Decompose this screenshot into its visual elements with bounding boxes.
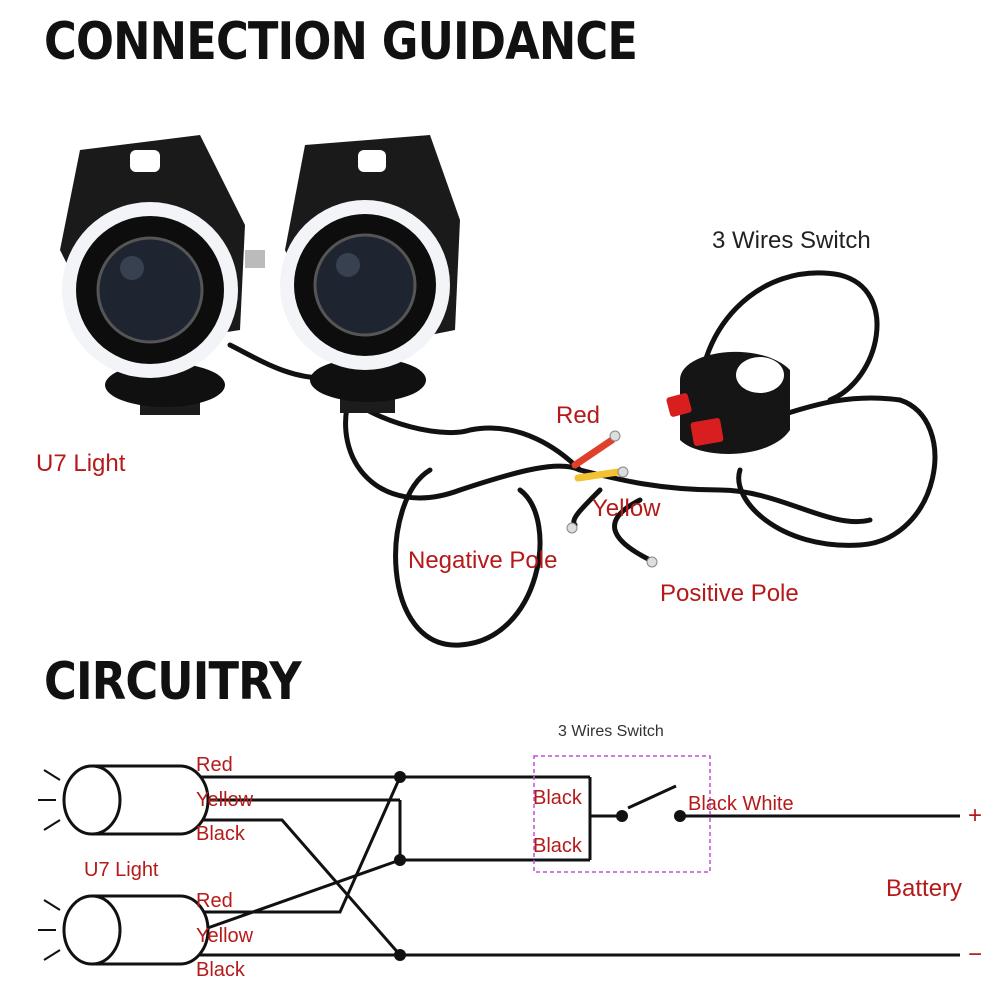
light1-black-wire — [185, 818, 402, 956]
light2-black-label: Black — [196, 959, 245, 981]
u7-light-label: U7 Light — [36, 450, 126, 477]
product-illustration — [60, 135, 938, 648]
switch-blade — [627, 784, 677, 810]
positive-pole-label: Positive Pole — [660, 580, 799, 607]
switch-black-label-1: Black — [533, 787, 582, 809]
negative-wire-terminal — [566, 522, 578, 534]
switch-dashed-box — [533, 755, 711, 873]
light2-red-wire — [185, 776, 402, 914]
switch-button-bottom — [690, 418, 724, 446]
negative-pole-label: Negative Pole — [408, 547, 558, 574]
light1-black-label: Black — [196, 823, 245, 845]
switch-loop-top — [696, 270, 880, 423]
red-wire-terminal — [609, 430, 621, 442]
light2-yellow-label: Yellow — [196, 925, 254, 947]
switch-cable-a — [577, 467, 873, 524]
red-wire-tip — [571, 436, 616, 469]
light1-rays — [38, 769, 61, 831]
negative-sign: − — [968, 941, 983, 968]
bracket-slot — [358, 150, 386, 172]
u7-light-left — [60, 135, 265, 415]
positive-cable — [612, 497, 653, 563]
three-wire-switch — [666, 351, 790, 454]
light1-yellow-label: Yellow — [196, 789, 254, 811]
u7-light-right — [280, 135, 460, 413]
yellow-wire-label: Yellow — [592, 495, 661, 522]
light1-symbol — [38, 764, 210, 836]
switch-button-top — [666, 393, 692, 417]
circuit-u7-light-label: U7 Light — [84, 859, 159, 881]
side-bolt — [245, 250, 265, 268]
positive-wire-terminal — [646, 556, 658, 568]
circuit-switch-label: 3 Wires Switch — [558, 723, 664, 740]
handlebar-hole — [736, 357, 784, 393]
bracket-slot — [130, 150, 160, 172]
main-cable-b — [343, 392, 583, 501]
switch-loop-right — [736, 395, 938, 548]
black-white-label: Black White — [688, 793, 794, 815]
light2-symbol — [38, 894, 210, 966]
yellow-wire-tip — [574, 468, 622, 482]
light2-rays — [38, 899, 61, 961]
switch-label: 3 Wires Switch — [712, 227, 871, 254]
wire-tips — [566, 430, 658, 568]
connection-guidance-title: CONNECTION GUIDANCE — [44, 12, 638, 72]
junction-dots — [394, 771, 686, 961]
light2-red-label: Red — [196, 890, 233, 912]
negative-cable-loop — [393, 467, 543, 648]
circuitry-title: CIRCUITRY — [44, 652, 302, 712]
red-wire-label: Red — [556, 402, 601, 429]
battery-label: Battery — [886, 875, 963, 902]
light1-red-label: Red — [196, 754, 233, 776]
positive-sign: + — [968, 802, 983, 829]
yellow-wire-terminal — [617, 466, 629, 478]
schematic-wires — [184, 775, 960, 957]
switch-black-label-2: Black — [533, 835, 582, 857]
light2-yellow-wire — [184, 858, 401, 938]
